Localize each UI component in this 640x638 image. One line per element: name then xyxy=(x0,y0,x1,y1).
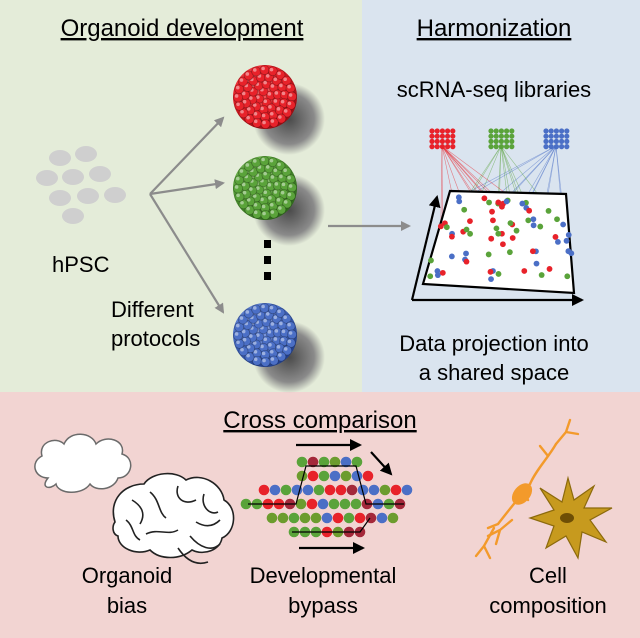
neuron-icon xyxy=(474,418,580,560)
projection-space-icon xyxy=(410,189,584,306)
bypass-label-line1: Developmental xyxy=(250,563,397,588)
development-title: Organoid development xyxy=(61,15,304,42)
bypass-arrows xyxy=(296,439,393,554)
composition-label-line2: composition xyxy=(489,593,606,618)
organoid-sphere-icon-green xyxy=(233,156,325,246)
organoid-sphere-icon-red xyxy=(233,65,325,155)
projection-label-line1: Data projection into xyxy=(399,331,589,356)
hpsc-label: hPSC xyxy=(52,252,110,277)
protocols-label-line2: protocols xyxy=(111,326,200,351)
astrocyte-icon xyxy=(528,475,613,560)
bias-label-line2: bias xyxy=(107,593,147,618)
more-protocols-dots xyxy=(264,240,271,280)
projection-label-line2: a shared space xyxy=(419,360,569,385)
harmonization-title: Harmonization xyxy=(417,15,572,42)
organoid-sphere-icon-blue xyxy=(233,303,325,393)
lineage-network-icon xyxy=(240,456,413,538)
protocols-label-line1: Different xyxy=(111,297,194,322)
bypass-label-line2: bypass xyxy=(288,593,358,618)
brain-icon xyxy=(112,472,235,564)
library-grid-icon xyxy=(429,128,570,150)
comparison-title: Cross comparison xyxy=(223,407,416,434)
projected-cells xyxy=(427,194,575,283)
bias-label-line1: Organoid xyxy=(82,563,173,588)
libraries-label: scRNA-seq libraries xyxy=(397,77,591,102)
hpsc-cluster-icon xyxy=(36,146,126,224)
cloud-icon xyxy=(34,433,132,493)
composition-label-line1: Cell xyxy=(529,563,567,588)
protocol-arrows xyxy=(149,116,225,314)
